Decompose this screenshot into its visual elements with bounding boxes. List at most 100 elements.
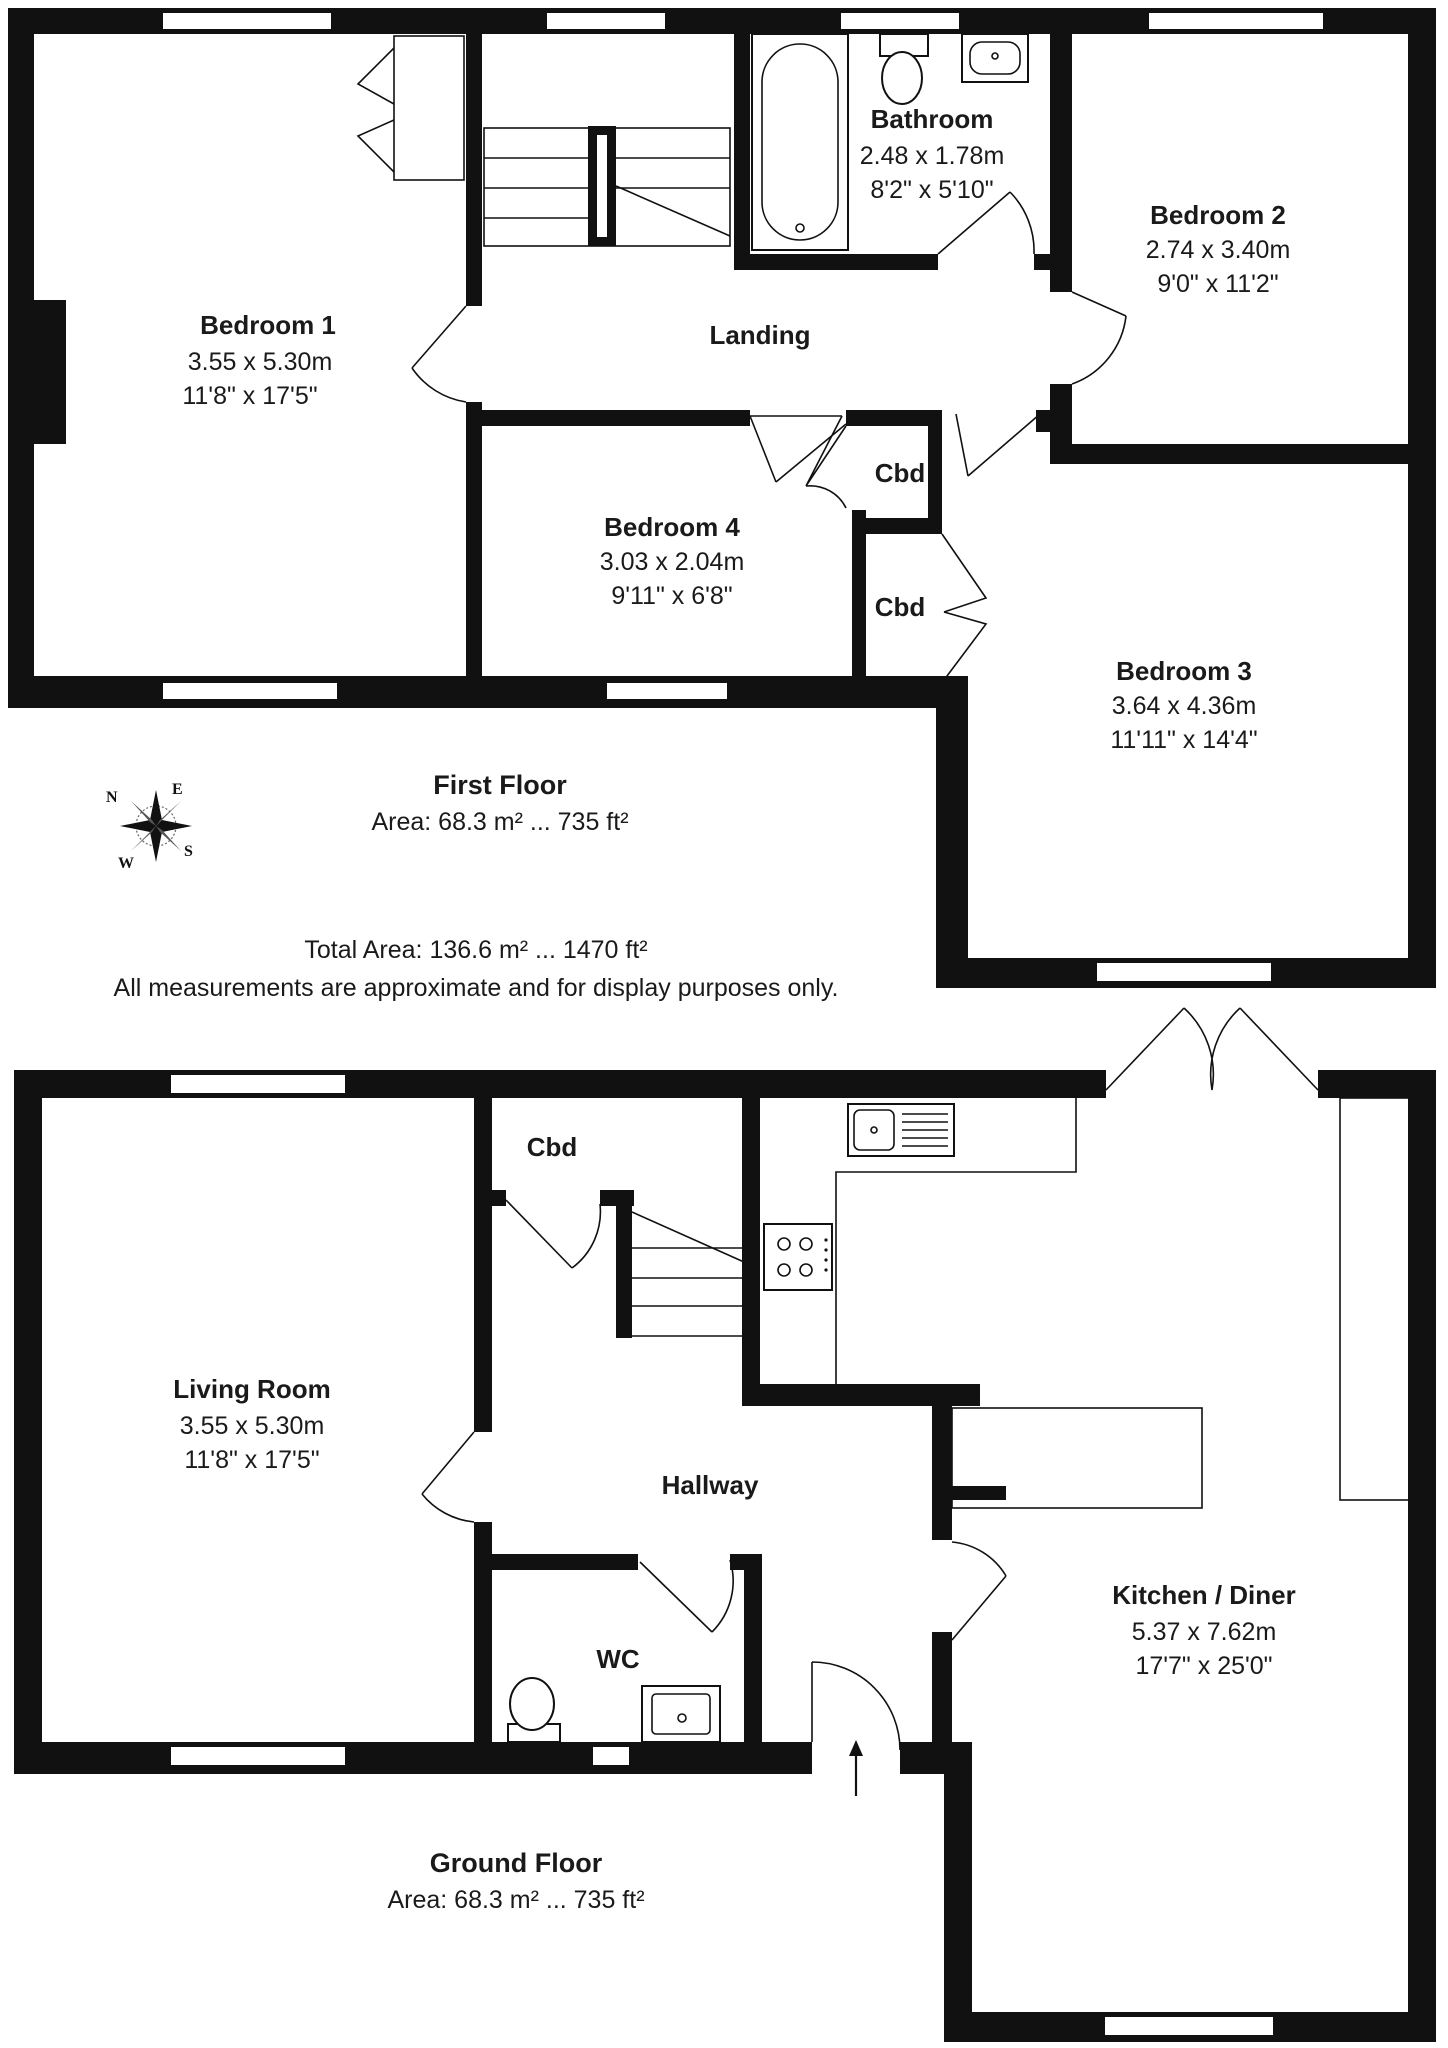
bedroom3-name: Bedroom 3	[1116, 656, 1252, 686]
wall	[1036, 410, 1058, 432]
wall	[932, 1404, 952, 1540]
front-door	[811, 1661, 901, 1751]
first-floor-label: First Floor	[433, 770, 567, 800]
wall	[466, 402, 482, 682]
door	[937, 191, 1035, 255]
first-floor: Bedroom 1 3.55 x 5.30m 11'8" x 17'5" Bat…	[8, 8, 1436, 988]
hallway-name: Hallway	[662, 1470, 759, 1500]
door	[1071, 291, 1127, 385]
wardrobe-doors	[356, 47, 395, 173]
cbd1-name: Cbd	[875, 458, 926, 488]
cbd2-name: Cbd	[875, 592, 926, 622]
compass-icon: N E S W	[106, 781, 193, 872]
wall	[1050, 444, 1420, 464]
bedroom2-imperial: 9'0" x 11'2"	[1157, 270, 1278, 298]
window	[1147, 11, 1325, 31]
island-unit	[951, 1407, 1203, 1509]
landing-name: Landing	[709, 320, 810, 350]
bathroom-metric: 2.48 x 1.78m	[860, 142, 1005, 170]
ground-floor-label: Ground Floor	[430, 1848, 603, 1878]
bedroom3-imperial: 11'11" x 14'4"	[1110, 726, 1257, 754]
staircase	[631, 1211, 745, 1337]
wall	[932, 1632, 952, 1768]
wc-name: WC	[596, 1644, 640, 1674]
wall	[950, 1486, 1006, 1500]
wall	[474, 1522, 492, 1758]
wall	[852, 518, 942, 534]
bathroom-imperial: 8'2" x 5'10"	[870, 176, 993, 204]
staircase	[483, 126, 731, 247]
bedroom2-name: Bedroom 2	[1150, 200, 1286, 230]
window	[1103, 2015, 1275, 2037]
living-metric: 3.55 x 5.30m	[180, 1412, 325, 1440]
window	[169, 1745, 347, 1767]
wall	[8, 8, 34, 708]
toilet-icon	[879, 33, 929, 105]
window	[591, 1745, 631, 1767]
wall	[734, 28, 750, 268]
bedroom4-imperial: 9'11" x 6'8"	[611, 582, 732, 610]
bedroom1-name: Bedroom 1	[200, 310, 336, 340]
door	[505, 1199, 602, 1269]
living-imperial: 11'8" x 17'5"	[184, 1446, 319, 1474]
ground-floor: Living Room 3.55 x 5.30m 11'8" x 17'5" C…	[14, 1007, 1436, 2042]
door	[421, 1431, 475, 1523]
toilet-icon	[507, 1677, 561, 1743]
window	[161, 681, 339, 701]
bedroom1-metric: 3.55 x 5.30m	[188, 348, 333, 376]
first-floor-area: Area: 68.3 m² ... 735 ft²	[371, 808, 628, 836]
window	[839, 11, 961, 31]
worktop	[762, 1095, 1077, 1386]
wall	[476, 410, 750, 426]
window	[1095, 961, 1273, 983]
total-area: Total Area: 136.6 m² ... 1470 ft²	[304, 936, 647, 964]
wall	[1408, 1070, 1436, 2042]
wall	[466, 28, 482, 306]
wall	[744, 1554, 762, 1754]
tall-units	[1339, 1097, 1411, 1501]
window	[605, 681, 729, 701]
wall	[742, 1092, 760, 1400]
kitchen-sink-icon	[847, 1103, 955, 1157]
bedroom3-metric: 3.64 x 4.36m	[1112, 692, 1257, 720]
bedroom1-imperial: 11'8" x 17'5"	[182, 382, 317, 410]
wall	[474, 1554, 638, 1570]
sink-icon	[961, 33, 1029, 83]
wall	[1050, 28, 1072, 292]
wall	[734, 254, 938, 270]
bathroom-name: Bathroom	[871, 104, 994, 134]
wardrobe	[393, 35, 465, 181]
kitchen-metric: 5.37 x 7.62m	[1132, 1618, 1277, 1646]
ground-floor-area: Area: 68.3 m² ... 735 ft²	[387, 1886, 644, 1914]
wall	[742, 1384, 980, 1406]
door	[411, 305, 467, 403]
kitchen-name: Kitchen / Diner	[1112, 1580, 1295, 1610]
compass-n: N	[106, 789, 118, 806]
window	[169, 1073, 347, 1095]
hob-icon	[763, 1223, 833, 1291]
kitchen-imperial: 17'7" x 25'0"	[1135, 1652, 1272, 1680]
door	[805, 415, 847, 509]
disclaimer: All measurements are approximate and for…	[114, 974, 839, 1002]
wall	[616, 1190, 632, 1338]
bedroom4-metric: 3.03 x 2.04m	[600, 548, 745, 576]
cupboard-doors	[941, 533, 988, 681]
wall	[944, 1742, 972, 2042]
bath-tub-icon	[751, 33, 849, 251]
wall	[14, 1742, 812, 1774]
wall	[846, 410, 942, 426]
compass-s: S	[184, 843, 193, 860]
door	[951, 1541, 1007, 1641]
compass-e: E	[172, 781, 183, 798]
door	[955, 413, 1041, 477]
door	[639, 1559, 734, 1633]
wall	[852, 510, 866, 682]
bedroom2-metric: 2.74 x 3.40m	[1146, 236, 1291, 264]
wall	[14, 1070, 42, 1774]
wall	[936, 676, 968, 988]
wall	[928, 410, 942, 534]
wall	[474, 1092, 492, 1432]
cbd-name: Cbd	[527, 1132, 578, 1162]
chimney-breast	[30, 300, 66, 444]
